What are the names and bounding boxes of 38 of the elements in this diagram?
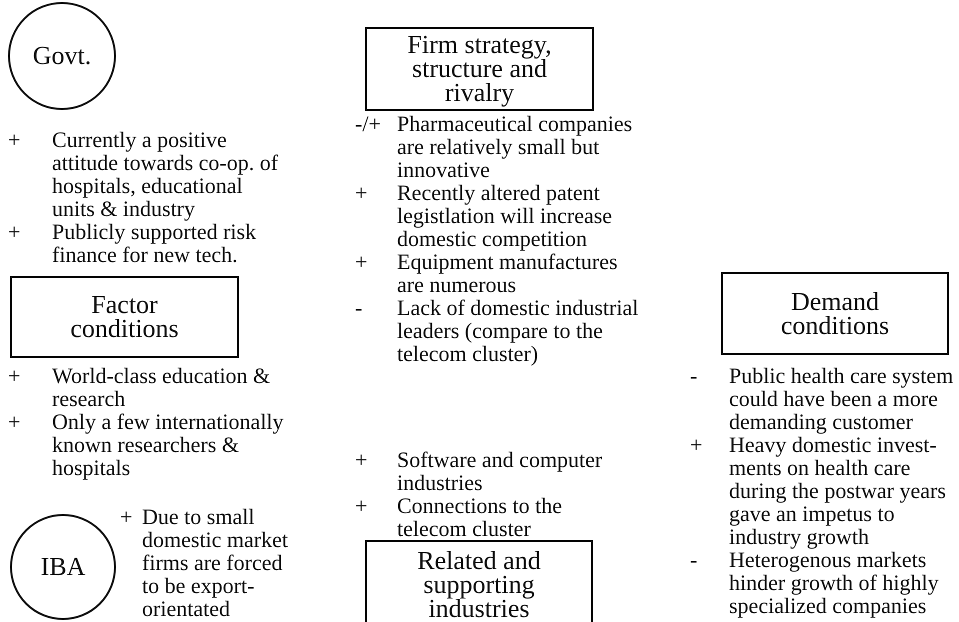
sign-symbol: + — [8, 220, 20, 243]
bullet-text: Due to small domestic market firms are forced to be export-orientated — [142, 505, 290, 620]
heading-box — [365, 540, 593, 622]
sign-symbol: + — [355, 494, 368, 517]
sign-symbol: -/+ — [355, 112, 381, 135]
heading-box — [365, 27, 594, 111]
sign-symbol: + — [690, 433, 702, 456]
sign-symbol: - — [355, 296, 362, 319]
bullet-text: Recently altered patent legistlation will increase domestic competition — [397, 181, 614, 250]
bullet-text: Heterogenous markets hinder growth of highly specialized companies — [729, 548, 940, 617]
bullet-text: Only a few internationally known researchers & hospitals — [52, 410, 285, 479]
sign-symbol: + — [120, 505, 132, 528]
sign-symbol: + — [355, 250, 368, 273]
sign-symbol: + — [355, 181, 368, 204]
heading-text: Factor conditions — [69, 293, 180, 341]
heading-text: Demand conditions — [780, 290, 890, 338]
bullet-text: Public health care system could have been a more demanding customer — [729, 364, 954, 433]
sign-symbol: + — [355, 448, 368, 471]
sign-symbol: - — [690, 548, 698, 571]
bullet-text: Software and computer industries — [397, 448, 604, 494]
bullet-text: Connections to the telecom cluster — [397, 494, 563, 540]
heading-text: Govt. — [32, 44, 92, 68]
bullet-text: Equipment manufactures are numerous — [397, 250, 619, 296]
heading-text: IBA — [40, 555, 86, 579]
bullet-text: Heavy domestic invest-ments on health care during the postwar years gave an impetus to industry growth — [729, 433, 947, 548]
sign-symbol: - — [690, 364, 698, 387]
sign-symbol: + — [8, 364, 20, 387]
heading-box — [721, 272, 949, 355]
sign-symbol: + — [8, 128, 20, 151]
bullet-text: World-class education & research — [52, 364, 272, 410]
heading-text: Related and supporting industries — [416, 549, 542, 621]
bullet-text: Publicly supported risk finance for new tech. — [52, 220, 258, 266]
bullet-text: Currently a positive attitude towards co-op. of hospitals, educational units & industry — [52, 128, 280, 220]
bullet-text: Lack of domestic industrial leaders (compare to the telecom cluster) — [397, 296, 640, 365]
heading-text: Firm strategy, structure and rivalry — [406, 33, 553, 105]
sign-symbol: + — [8, 410, 20, 433]
bullet-text: Pharmaceutical companies are relatively small but innovative — [397, 112, 634, 181]
heading-box — [10, 276, 239, 358]
